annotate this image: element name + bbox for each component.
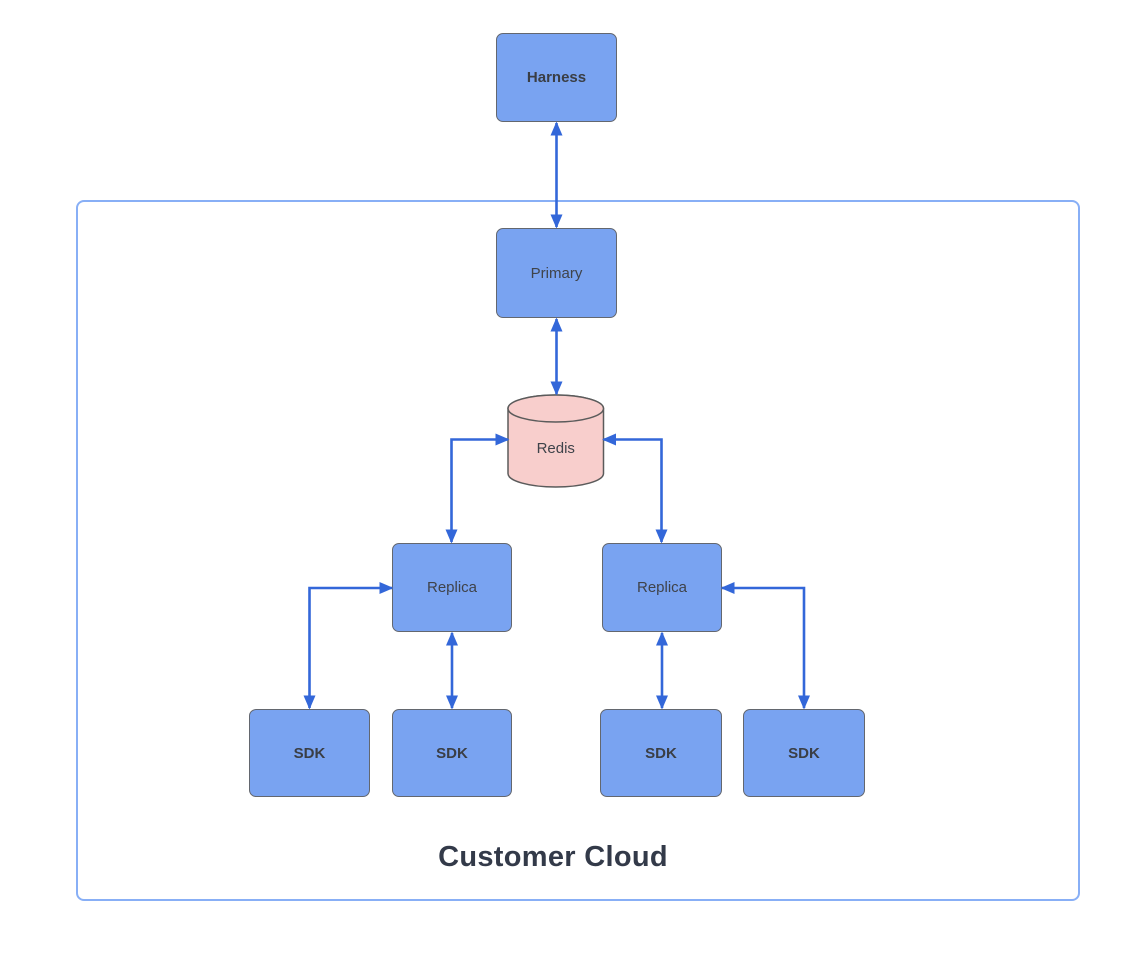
- node-primary-label: Primary: [530, 264, 583, 282]
- node-harness: Harness: [496, 33, 617, 122]
- node-sdk-2-label: SDK: [436, 744, 468, 762]
- node-sdk-3: SDK: [600, 709, 722, 797]
- node-primary: Primary: [496, 228, 617, 318]
- node-replica-left-label: Replica: [426, 579, 478, 596]
- node-harness-label: Harness: [526, 69, 587, 86]
- node-replica-right-label: Replica: [636, 579, 688, 596]
- node-replica-left: Replica: [392, 543, 512, 632]
- node-sdk-1-label: SDK: [293, 744, 326, 762]
- node-replica-right: Replica: [602, 543, 722, 632]
- customer-cloud-boundary: [76, 200, 1080, 901]
- node-sdk-4: SDK: [743, 709, 865, 797]
- customer-cloud-title: Customer Cloud: [438, 841, 668, 873]
- node-sdk-2: SDK: [392, 709, 512, 797]
- node-sdk-3-label: SDK: [645, 744, 677, 762]
- node-sdk-1: SDK: [249, 709, 370, 797]
- node-sdk-4-label: SDK: [788, 744, 820, 762]
